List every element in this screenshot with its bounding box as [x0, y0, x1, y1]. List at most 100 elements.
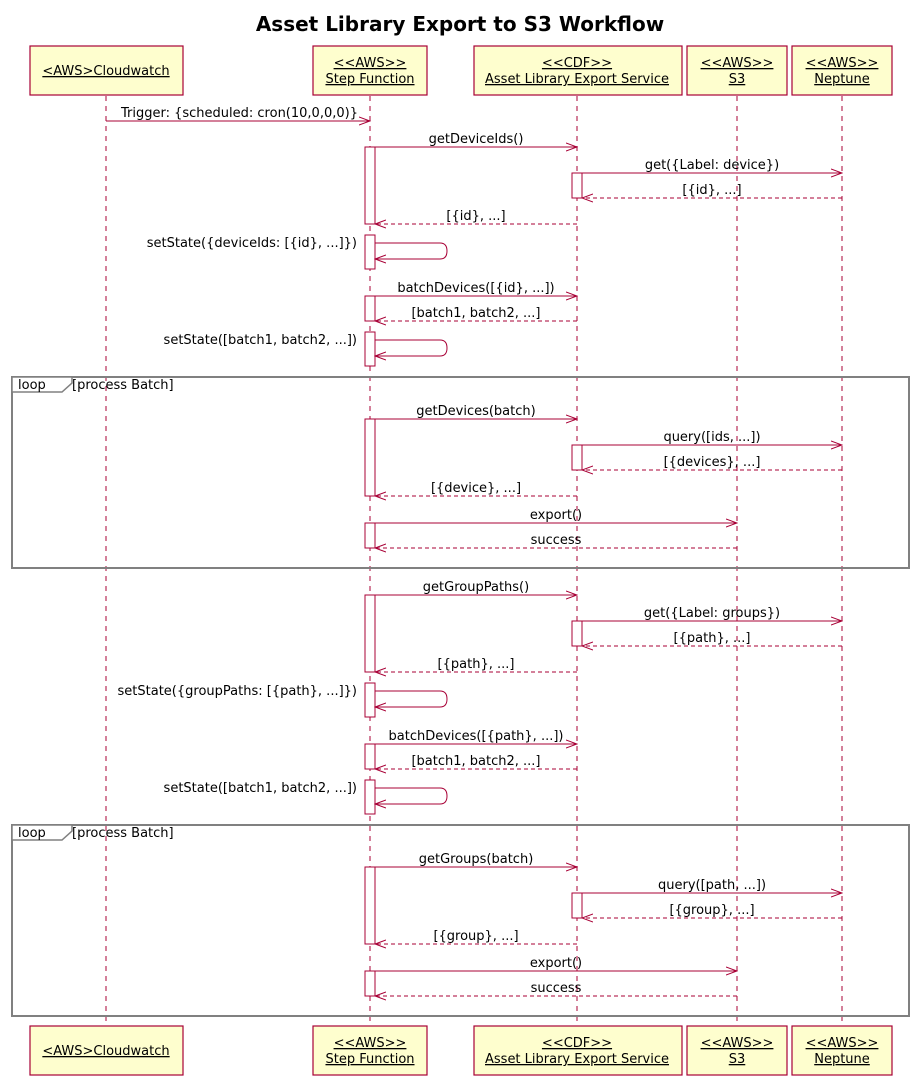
loop-frame-1: loop [process Batch] — [11, 376, 910, 569]
message-return-devices-neptune: [{devices}, ...] — [582, 455, 842, 470]
svg-text:query([path, ...]): query([path, ...]) — [658, 878, 766, 893]
message-set-state-batches: setState([batch1, batch2, ...]) — [164, 333, 448, 356]
participant-cloudwatch-footer: <AWS>Cloudwatch — [29, 1025, 184, 1076]
svg-text:get({Label: groups}): get({Label: groups}) — [644, 606, 780, 621]
message-return-group: [{group}, ...] — [375, 929, 577, 944]
loop-frame-2: loop [process Batch] — [11, 824, 910, 1017]
svg-text:setState({deviceIds: [{id}, ..: setState({deviceIds: [{id}, ...]}) — [147, 236, 357, 251]
activation-bar — [364, 418, 376, 497]
activation-bar — [571, 172, 583, 199]
svg-text:Step Function: Step Function — [325, 1052, 414, 1067]
participants-top: <AWS>Cloudwatch <<AWS>> Step Function <<… — [29, 45, 893, 96]
activation-bar — [364, 779, 376, 815]
activation-bar — [364, 146, 376, 225]
message-return-ids-neptune: [{id}, ...] — [582, 183, 842, 198]
participant-export-service-footer: <<CDF>> Asset Library Export Service — [473, 1025, 683, 1076]
svg-text:[{group}, ...]: [{group}, ...] — [433, 929, 518, 944]
activation-bar — [364, 295, 376, 322]
participant-s3-footer: <<AWS>> S3 — [686, 1025, 788, 1076]
svg-text:batchDevices([{id}, ...]): batchDevices([{id}, ...]) — [397, 281, 554, 296]
svg-text:<AWS>Cloudwatch: <AWS>Cloudwatch — [42, 64, 169, 79]
activation-bar — [571, 892, 583, 919]
svg-text:batchDevices([{path}, ...]): batchDevices([{path}, ...]) — [389, 729, 564, 744]
svg-text:success: success — [531, 533, 582, 548]
svg-text:Asset Library Export Service: Asset Library Export Service — [485, 72, 669, 87]
loop-keyword: loop — [18, 826, 46, 841]
message-return-batches: [batch1, batch2, ...] — [375, 306, 577, 321]
message-return-device: [{device}, ...] — [375, 481, 577, 496]
svg-text:S3: S3 — [729, 72, 746, 87]
activation-bar — [364, 743, 376, 770]
svg-text:success: success — [531, 981, 582, 996]
message-return-path: [{path}, ...] — [375, 657, 577, 672]
svg-text:setState([batch1, batch2, ...]: setState([batch1, batch2, ...]) — [164, 333, 357, 348]
svg-text:export(): export() — [530, 508, 582, 523]
svg-text:<<AWS>>: <<AWS>> — [334, 56, 407, 71]
message-query-ids: query([ids, ...]) — [582, 430, 842, 445]
svg-text:S3: S3 — [729, 1052, 746, 1067]
svg-text:<<AWS>>: <<AWS>> — [334, 1036, 407, 1051]
message-export-groups: export() — [375, 956, 737, 971]
message-success-groups: success — [375, 981, 737, 996]
message-batch-devices-path: batchDevices([{path}, ...]) — [375, 729, 577, 744]
participant-neptune: <<AWS>> Neptune — [791, 45, 893, 96]
svg-text:Asset Library Export Service: Asset Library Export Service — [485, 1052, 669, 1067]
message-set-state-batches-2: setState([batch1, batch2, ...]) — [164, 781, 448, 804]
activation-bar — [571, 620, 583, 647]
svg-text:[{group}, ...]: [{group}, ...] — [669, 903, 754, 918]
svg-text:[batch1, batch2, ...]: [batch1, batch2, ...] — [411, 306, 540, 321]
svg-text:[{path}, ...]: [{path}, ...] — [674, 631, 751, 646]
message-return-ids: [{id}, ...] — [375, 209, 577, 224]
svg-text:getDevices(batch): getDevices(batch) — [416, 404, 535, 419]
participant-step-function: <<AWS>> Step Function — [312, 45, 428, 96]
svg-text:getDeviceIds(): getDeviceIds() — [429, 132, 524, 147]
svg-text:Neptune: Neptune — [814, 1052, 870, 1067]
svg-text:export(): export() — [530, 956, 582, 971]
message-set-state-group-paths: setState({groupPaths: [{path}, ...]}) — [118, 684, 448, 707]
svg-text:[{path}, ...]: [{path}, ...] — [438, 657, 515, 672]
message-get-devices: getDevices(batch) — [375, 404, 577, 419]
message-trigger: Trigger: {scheduled: cron(10,0,0,0)} — [106, 106, 370, 121]
participants-bottom: <AWS>Cloudwatch <<AWS>> Step Function <<… — [29, 1025, 893, 1076]
message-get-group-paths: getGroupPaths() — [375, 580, 577, 595]
loop-condition: [process Batch] — [72, 378, 174, 393]
activation-bar — [364, 522, 376, 549]
participant-step-function-footer: <<AWS>> Step Function — [312, 1025, 428, 1076]
loop-keyword: loop — [18, 378, 46, 393]
svg-text:Step Function: Step Function — [325, 72, 414, 87]
message-return-path-neptune: [{path}, ...] — [582, 631, 842, 646]
message-set-state-device-ids: setState({deviceIds: [{id}, ...]}) — [147, 236, 448, 259]
svg-text:[{id}, ...]: [{id}, ...] — [682, 183, 741, 198]
activation-bar — [364, 594, 376, 673]
activation-bar — [364, 970, 376, 997]
svg-text:setState([batch1, batch2, ...]: setState([batch1, batch2, ...]) — [164, 781, 357, 796]
activation-bar — [364, 866, 376, 945]
loop-condition: [process Batch] — [72, 826, 174, 841]
svg-text:[{devices}, ...]: [{devices}, ...] — [664, 455, 761, 470]
svg-text:<<AWS>>: <<AWS>> — [806, 56, 879, 71]
activation-bar — [364, 234, 376, 270]
svg-text:<<CDF>>: <<CDF>> — [542, 56, 612, 71]
message-return-batches-2: [batch1, batch2, ...] — [375, 754, 577, 769]
svg-text:query([ids, ...]): query([ids, ...]) — [663, 430, 760, 445]
svg-text:<AWS>Cloudwatch: <AWS>Cloudwatch — [42, 1044, 169, 1059]
message-success-devices: success — [375, 533, 737, 548]
svg-text:Neptune: Neptune — [814, 72, 870, 87]
message-export-devices: export() — [375, 508, 737, 523]
activation-bar — [364, 331, 376, 367]
participant-export-service: <<CDF>> Asset Library Export Service — [473, 45, 683, 96]
svg-text:<<AWS>>: <<AWS>> — [701, 1036, 774, 1051]
svg-text:[batch1, batch2, ...]: [batch1, batch2, ...] — [411, 754, 540, 769]
svg-text:<<AWS>>: <<AWS>> — [806, 1036, 879, 1051]
participant-s3: <<AWS>> S3 — [686, 45, 788, 96]
diagram-title: Asset Library Export to S3 Workflow — [256, 12, 664, 36]
svg-text:<<CDF>>: <<CDF>> — [542, 1036, 612, 1051]
activations — [364, 146, 583, 997]
message-get-label-groups: get({Label: groups}) — [582, 606, 842, 621]
message-get-groups: getGroups(batch) — [375, 852, 577, 867]
svg-text:getGroupPaths(): getGroupPaths() — [423, 580, 529, 595]
activation-bar — [364, 682, 376, 718]
svg-text:setState({groupPaths: [{path},: setState({groupPaths: [{path}, ...]}) — [118, 684, 357, 699]
message-get-device-ids: getDeviceIds() — [375, 132, 577, 147]
